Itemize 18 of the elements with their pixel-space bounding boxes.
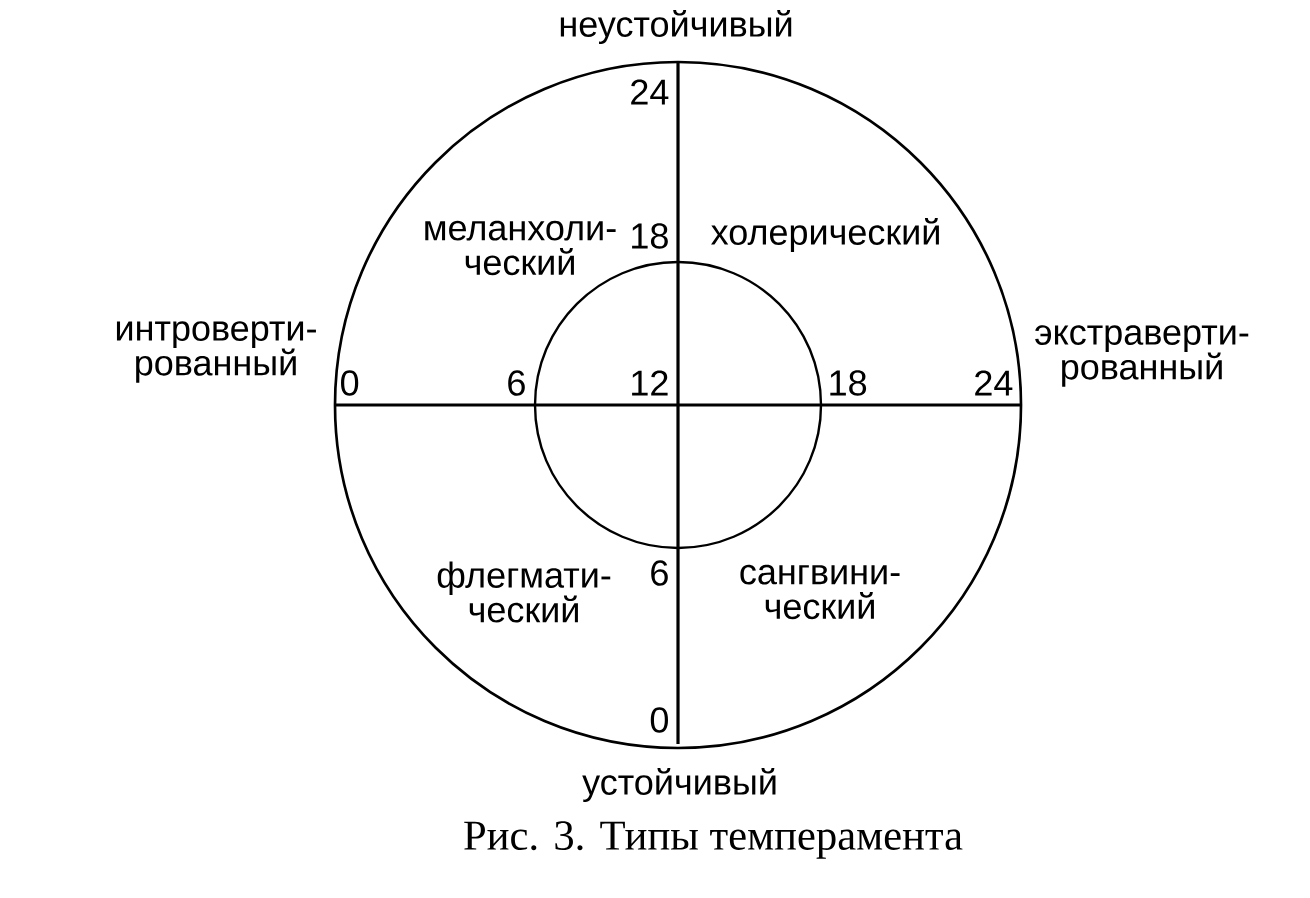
quadrant-label: меланхоли- ческий bbox=[425, 220, 616, 276]
caption: Рис. 3. Типы темперамента bbox=[464, 821, 963, 859]
quadrant-label: флегмати- ческий bbox=[437, 561, 611, 623]
quadrant-label: сангвини- ческий bbox=[740, 564, 900, 620]
scale-number: 6 bbox=[508, 370, 525, 396]
axis-label: интроверти- рованный bbox=[116, 321, 316, 383]
scale-number: 18 bbox=[830, 370, 867, 396]
scale-number: 24 bbox=[631, 79, 669, 105]
axis-label: устойчивый bbox=[582, 767, 776, 803]
scale-number: 18 bbox=[632, 223, 668, 249]
scale-number: 0 bbox=[341, 370, 359, 396]
scale-number: 24 bbox=[975, 370, 1013, 396]
axis-label: неустойчивый bbox=[560, 9, 792, 45]
axis-label: экстраверти- рованный bbox=[1035, 325, 1249, 387]
scale-number: 0 bbox=[650, 707, 668, 733]
quadrant-label: холерический bbox=[711, 217, 939, 253]
scale-number: 6 bbox=[651, 560, 668, 586]
scale-number: 12 bbox=[632, 370, 668, 396]
